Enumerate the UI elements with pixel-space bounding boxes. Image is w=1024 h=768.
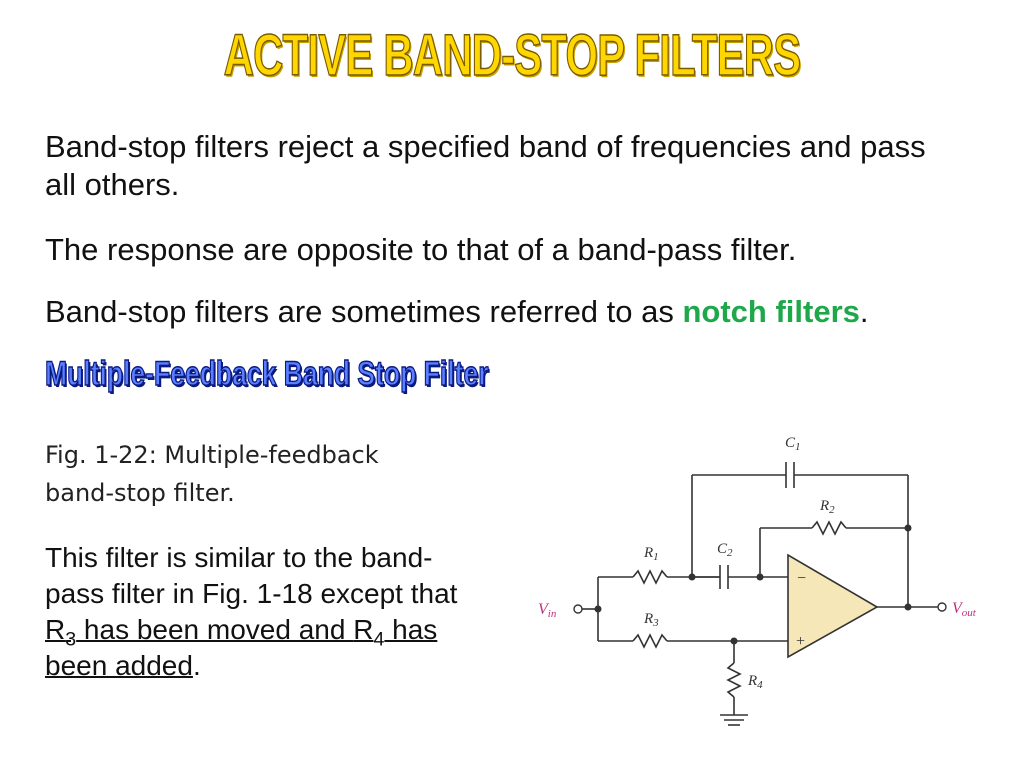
notch-filters-highlight: notch filters xyxy=(682,294,860,329)
label-c2: C2 xyxy=(717,541,733,559)
body-r4-sub: 4 xyxy=(373,628,385,651)
paragraph-notch-suffix: . xyxy=(859,294,869,329)
label-c1: C1 xyxy=(785,435,801,453)
body-part4: . xyxy=(192,650,201,681)
label-r1: R1 xyxy=(643,545,659,563)
op-amp-plus-sign: + xyxy=(795,633,806,650)
vin-terminal xyxy=(573,604,583,614)
body-r3: R xyxy=(45,614,66,645)
junction-dot xyxy=(904,524,912,532)
vout-terminal xyxy=(937,602,947,612)
body-part2: has been moved and xyxy=(76,614,354,645)
body-part1: This filter is similar to the band-pass … xyxy=(45,542,458,609)
label-r4: R4 xyxy=(747,673,763,691)
op-amp-minus-sign: − xyxy=(796,570,807,587)
label-vin: Vin xyxy=(538,601,557,620)
label-vout: Vout xyxy=(952,600,977,619)
junction-dot xyxy=(730,637,738,645)
label-r3: R3 xyxy=(643,611,659,629)
resistor-r2 xyxy=(811,520,847,536)
resistor-r1 xyxy=(632,569,668,585)
op-amp-triangle xyxy=(787,553,879,659)
figure-caption: Fig. 1-22: Multiple-feedback band-stop f… xyxy=(45,441,379,507)
junction-dot xyxy=(756,573,764,581)
body-r3-sub: 3 xyxy=(65,628,77,651)
body-moved-phrase: R3 has been moved and R4 has been added xyxy=(45,614,437,681)
subheading: Multiple-Feedback Band Stop Filter xyxy=(44,354,489,393)
junction-dot xyxy=(904,603,912,611)
circuit-diagram: − + C1 R2 C2 R1 R3 R4 Vin Vout xyxy=(538,435,977,726)
paragraph-notch: Band-stop filters are sometimes referred… xyxy=(45,293,965,331)
paragraph-definition: Band-stop filters reject a specified ban… xyxy=(45,129,926,202)
junction-dot xyxy=(688,573,696,581)
body-description: This filter is similar to the band-pass … xyxy=(45,540,475,684)
label-r2: R2 xyxy=(819,498,835,516)
paragraph-notch-prefix: Band-stop filters are sometimes referred… xyxy=(45,294,683,329)
paragraph-response: The response are opposite to that of a b… xyxy=(45,232,797,267)
resistor-r3 xyxy=(632,633,668,649)
slide-title: ACTIVE BAND-STOP FILTERS xyxy=(223,22,801,89)
body-r4: R xyxy=(353,614,374,645)
body-part3: has been added xyxy=(45,614,438,681)
resistor-r4 xyxy=(726,662,742,698)
junction-dot xyxy=(594,605,602,613)
